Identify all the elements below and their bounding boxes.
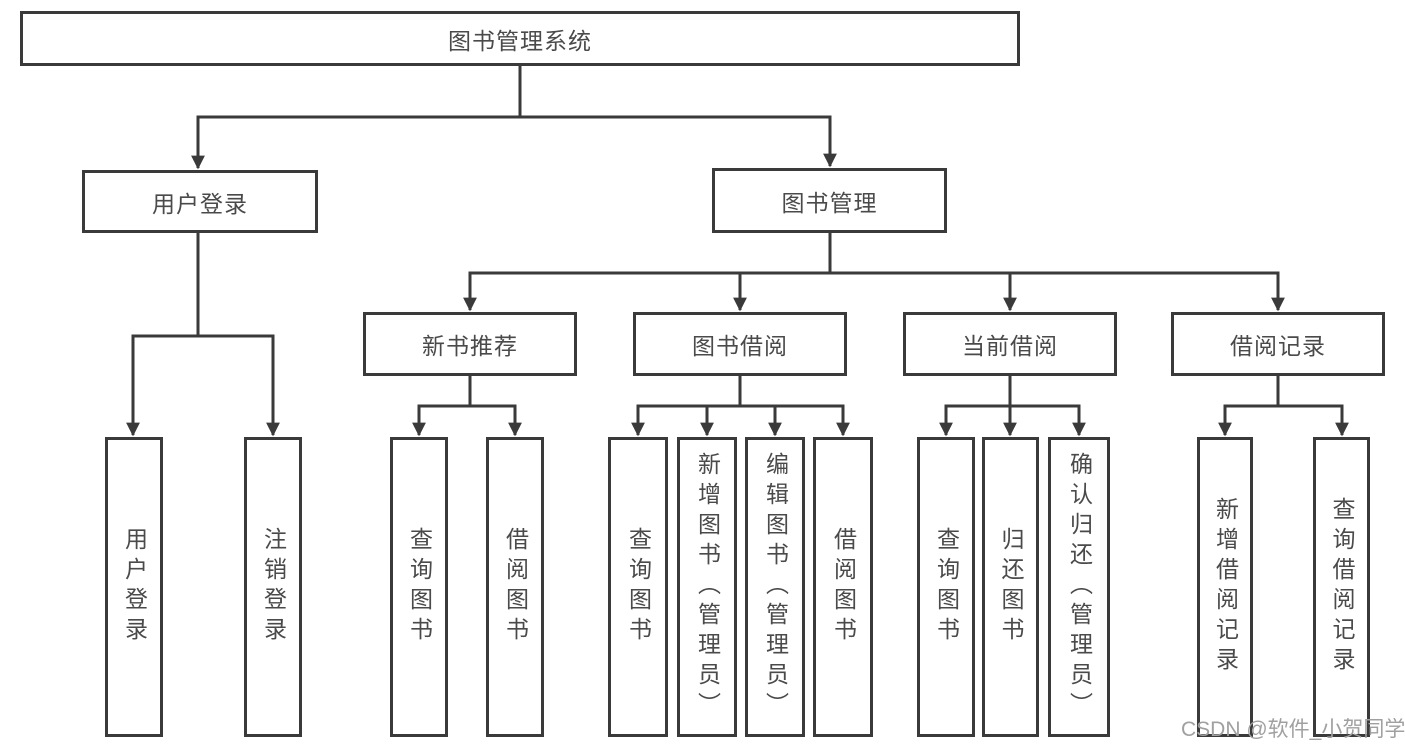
node-query-books-recommend: 查询图书 (390, 437, 448, 737)
node-new-book-recommendation: 新书推荐 (363, 312, 577, 376)
node-label: 图书管理系统 (448, 27, 592, 54)
node-add-books-admin: 新增图书（管理员） (677, 437, 737, 737)
node-label: 编辑图书（管理员） (762, 452, 789, 722)
node-label: 图书管理 (781, 189, 878, 216)
node-label: 用户登录 (152, 190, 248, 217)
node-label: 用户登录 (121, 527, 148, 647)
node-label: 确认归还（管理员） (1066, 452, 1093, 722)
node-query-books-current: 查询图书 (917, 437, 975, 737)
node-library-management-system: 图书管理系统 (20, 11, 1020, 66)
node-edit-books-admin: 编辑图书（管理员） (745, 437, 805, 737)
node-book-management-branch: 图书管理 (712, 168, 947, 233)
node-label: 新增借阅记录 (1212, 497, 1239, 677)
node-label: 查询图书 (406, 527, 433, 647)
node-label: 查询图书 (933, 527, 960, 647)
node-user-login-branch: 用户登录 (82, 170, 318, 233)
node-label: 图书借阅 (692, 333, 788, 359)
node-user-login-leaf: 用户登录 (105, 437, 163, 737)
node-current-borrowing: 当前借阅 (903, 312, 1117, 376)
node-label: 归还图书 (998, 527, 1024, 647)
node-book-borrowing: 图书借阅 (633, 312, 847, 376)
node-logout-leaf: 注销登录 (244, 437, 302, 737)
node-label: 借阅图书 (830, 527, 857, 647)
node-label: 当前借阅 (962, 333, 1058, 359)
node-borrow-books-leaf: 借阅图书 (813, 437, 873, 737)
node-label: 查询图书 (625, 527, 652, 647)
node-label: 借阅图书 (502, 527, 529, 647)
node-query-borrow-record: 查询借阅记录 (1313, 437, 1370, 737)
node-confirm-return-admin: 确认归还（管理员） (1048, 437, 1110, 737)
node-add-borrow-record: 新增借阅记录 (1197, 437, 1253, 737)
watermark: CSDN @软件_小贺同学 (1181, 718, 1405, 741)
node-label: 新书推荐 (422, 333, 518, 359)
node-return-books: 归还图书 (982, 437, 1039, 737)
node-query-books-borrowing: 查询图书 (608, 437, 668, 737)
node-borrow-books-recommend: 借阅图书 (486, 437, 544, 737)
node-borrowing-records: 借阅记录 (1171, 312, 1385, 376)
node-label: 查询借阅记录 (1329, 497, 1355, 677)
node-label: 注销登录 (260, 527, 287, 647)
node-label: 借阅记录 (1230, 333, 1326, 359)
node-label: 新增图书（管理员） (694, 452, 721, 722)
